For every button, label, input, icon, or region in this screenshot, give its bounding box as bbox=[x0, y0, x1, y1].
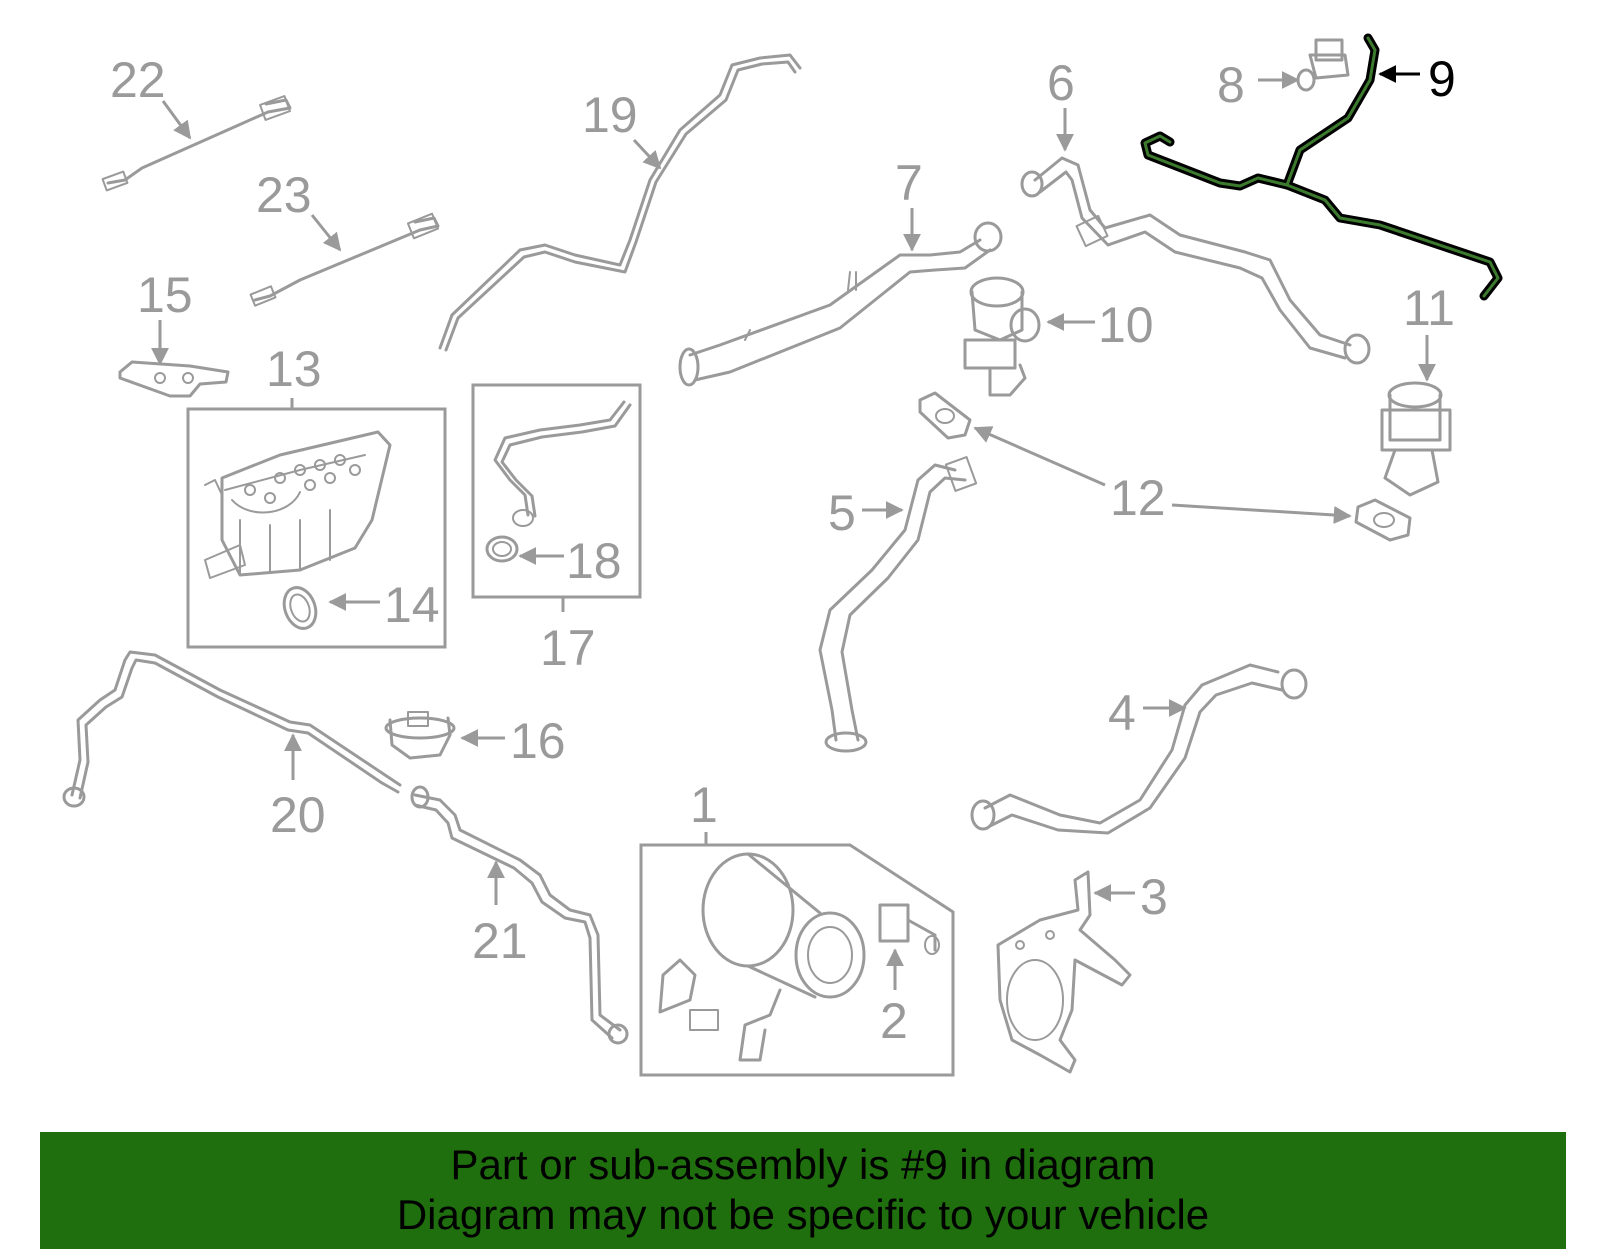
callout-13[interactable]: 13 bbox=[266, 341, 322, 397]
callout-20[interactable]: 20 bbox=[270, 787, 326, 843]
callout-17[interactable]: 17 bbox=[540, 620, 596, 676]
part-4-hose[interactable] bbox=[970, 663, 1308, 835]
part-2-sensor[interactable] bbox=[878, 903, 940, 955]
callout-16[interactable]: 16 bbox=[510, 713, 566, 769]
callout-2[interactable]: 2 bbox=[880, 993, 908, 1049]
callout-14[interactable]: 14 bbox=[384, 577, 440, 633]
callout-6[interactable]: 6 bbox=[1047, 55, 1075, 111]
callout-5[interactable]: 5 bbox=[828, 485, 856, 541]
callout-4[interactable]: 4 bbox=[1108, 685, 1136, 741]
leader-23 bbox=[310, 214, 342, 252]
callout-1[interactable]: 1 bbox=[690, 777, 718, 833]
callout-9[interactable]: 9 bbox=[1428, 51, 1456, 107]
part-15-bracket[interactable] bbox=[118, 360, 230, 398]
leader-12a bbox=[973, 426, 1106, 487]
part-12-gasket-left[interactable] bbox=[918, 391, 972, 440]
callout-23[interactable]: 23 bbox=[256, 167, 312, 223]
part-7-pipe[interactable] bbox=[678, 221, 1003, 387]
part-14-plug[interactable] bbox=[279, 583, 322, 633]
callout-19[interactable]: 19 bbox=[582, 87, 638, 143]
callout-15[interactable]: 15 bbox=[137, 267, 193, 323]
info-banner: Part or sub-assembly is #9 in diagram Di… bbox=[40, 1132, 1566, 1249]
part-3-bracket[interactable] bbox=[996, 870, 1132, 1074]
banner-line-disclaimer: Diagram may not be specific to your vehi… bbox=[396, 1191, 1210, 1238]
part-6-hose[interactable] bbox=[1020, 156, 1371, 365]
assembly-box-1 bbox=[639, 843, 955, 1077]
callout-12[interactable]: 12 bbox=[1110, 470, 1166, 526]
callout-21[interactable]: 21 bbox=[472, 913, 528, 969]
callout-11[interactable]: 11 bbox=[1403, 280, 1455, 336]
callout-3[interactable]: 3 bbox=[1140, 869, 1168, 925]
part-23-sensor[interactable] bbox=[249, 212, 440, 307]
callout-22[interactable]: 22 bbox=[110, 52, 166, 108]
part-19-hose[interactable] bbox=[438, 53, 802, 352]
assembly-box-17 bbox=[471, 383, 642, 599]
parts-diagram: 22 23 15 13 14 bbox=[62, 33, 1503, 1077]
part-11-valve[interactable] bbox=[1380, 381, 1452, 497]
part-20-line[interactable] bbox=[62, 650, 402, 808]
assembly-box-13 bbox=[186, 407, 447, 649]
callout-18[interactable]: 18 bbox=[566, 533, 622, 589]
part-10-valve[interactable] bbox=[963, 276, 1041, 397]
leader-22 bbox=[161, 100, 192, 140]
part-22-sensor[interactable] bbox=[101, 95, 292, 192]
part-12-gasket-right[interactable] bbox=[1354, 498, 1412, 542]
callout-10[interactable]: 10 bbox=[1098, 297, 1154, 353]
part-16-clip[interactable] bbox=[384, 711, 456, 760]
banner-line-part: Part or sub-assembly is #9 in diagram bbox=[450, 1141, 1156, 1188]
part-5-hose[interactable] bbox=[818, 456, 978, 753]
leader-19 bbox=[632, 138, 662, 170]
part-8-valve[interactable] bbox=[1296, 38, 1350, 92]
part-21-line[interactable] bbox=[410, 785, 629, 1045]
part-17-hose[interactable] bbox=[493, 400, 632, 527]
callout-7[interactable]: 7 bbox=[895, 155, 923, 211]
leader-12b bbox=[1171, 503, 1352, 524]
part-13-canister[interactable] bbox=[204, 430, 392, 579]
callout-8[interactable]: 8 bbox=[1217, 57, 1245, 113]
part-9-hose-highlighted[interactable] bbox=[1140, 33, 1503, 301]
part-1-air-pump[interactable] bbox=[658, 852, 866, 1062]
part-18-clamp[interactable] bbox=[485, 535, 519, 563]
